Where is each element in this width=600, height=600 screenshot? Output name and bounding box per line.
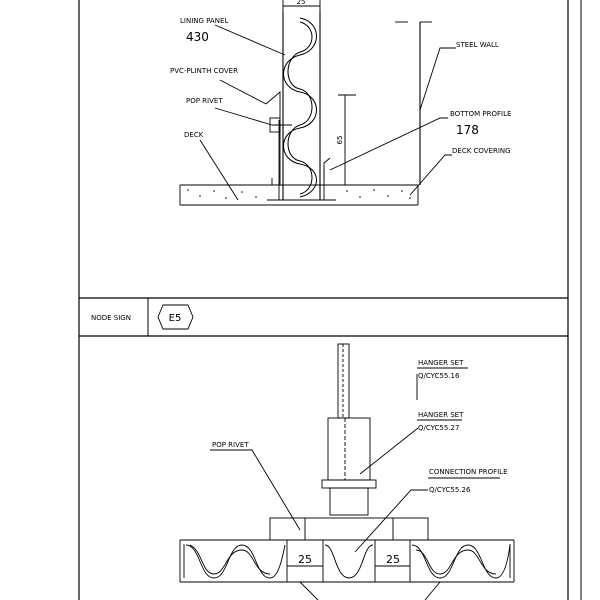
- panel-core-wave: [283, 17, 317, 198]
- top-detail: [179, 0, 456, 206]
- vertical-dim-65: 65: [336, 136, 344, 145]
- pop-rivet-label-top: POP RIVET: [186, 97, 223, 105]
- dim-left-25: 25: [298, 553, 312, 566]
- hanger-plate: [321, 479, 377, 489]
- left-panel-wave: [185, 544, 286, 579]
- pop-rivet-label-bottom: POP RIVET: [212, 441, 249, 449]
- connection-profile-code: Q/CYC55.26: [429, 486, 471, 494]
- pvc-plinth-cover-label: PVC-PLINTH COVER: [170, 67, 238, 75]
- hanger-set-2-label: HANGER SET: [418, 411, 464, 419]
- lining-panel-label: LINING PANEL: [180, 17, 228, 25]
- steel-wall-label: STEEL WALL: [456, 41, 499, 49]
- bottom-detail: [179, 343, 515, 600]
- bottom-profile: [323, 157, 331, 180]
- connection-profile: [269, 517, 429, 541]
- bottom-profile-label: BOTTOM PROFILE: [450, 110, 511, 118]
- right-panel-wave: [411, 544, 511, 579]
- center-panel-wave: [324, 544, 374, 579]
- pvc-plinth-cover: [265, 91, 281, 186]
- node-sign-symbol: E5: [169, 313, 182, 324]
- bottom-profile-code: 178: [456, 123, 479, 137]
- deck-hatching: [187, 189, 411, 199]
- sheet-frame: [78, 0, 582, 600]
- hanger-set-1-label: HANGER SET: [418, 359, 464, 367]
- dim-right-25: 25: [386, 553, 400, 566]
- deck-covering-label: DECK COVERING: [452, 147, 511, 155]
- lining-panel-code: 430: [186, 30, 209, 44]
- deck-label: DECK: [184, 131, 204, 139]
- connection-profile-label: CONNECTION PROFILE: [429, 468, 508, 476]
- hanger-rod: [337, 343, 350, 419]
- node-sign-label: NODE SIGN: [91, 314, 131, 322]
- hanger-set-2-code: Q/CYC55.27: [418, 424, 459, 432]
- top-dim-25: 25: [297, 0, 306, 6]
- node-sign-hexagon: [157, 304, 194, 330]
- hanger-set-1-code: Q/CYC55.16: [418, 372, 460, 380]
